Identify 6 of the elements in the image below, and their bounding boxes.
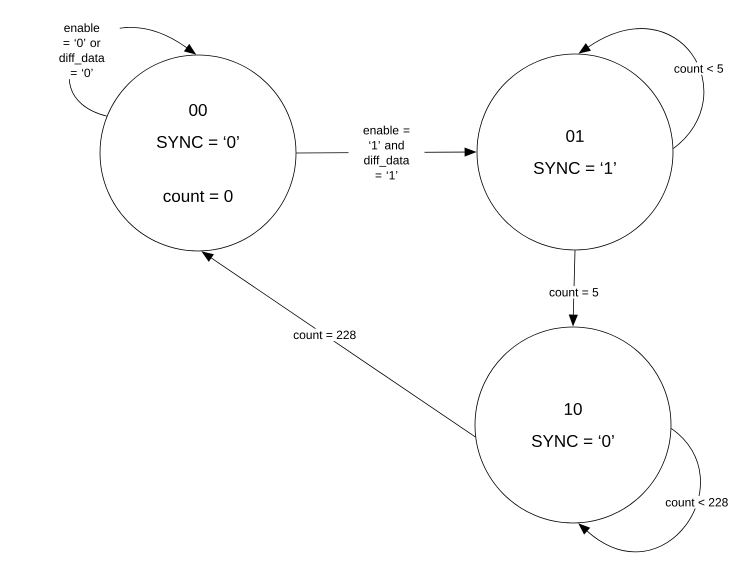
edge-label: count < 228 bbox=[663, 496, 730, 509]
edge-label: count < 5 bbox=[672, 62, 726, 75]
edge-label: count = 5 bbox=[547, 286, 601, 298]
edge-label: count = 228 bbox=[291, 328, 358, 342]
edge-label: enable = ‘0’ or diff_data = ‘0’ bbox=[44, 21, 120, 80]
edge-label: enable = ‘1’ and diff_data = ‘1’ bbox=[348, 124, 424, 182]
